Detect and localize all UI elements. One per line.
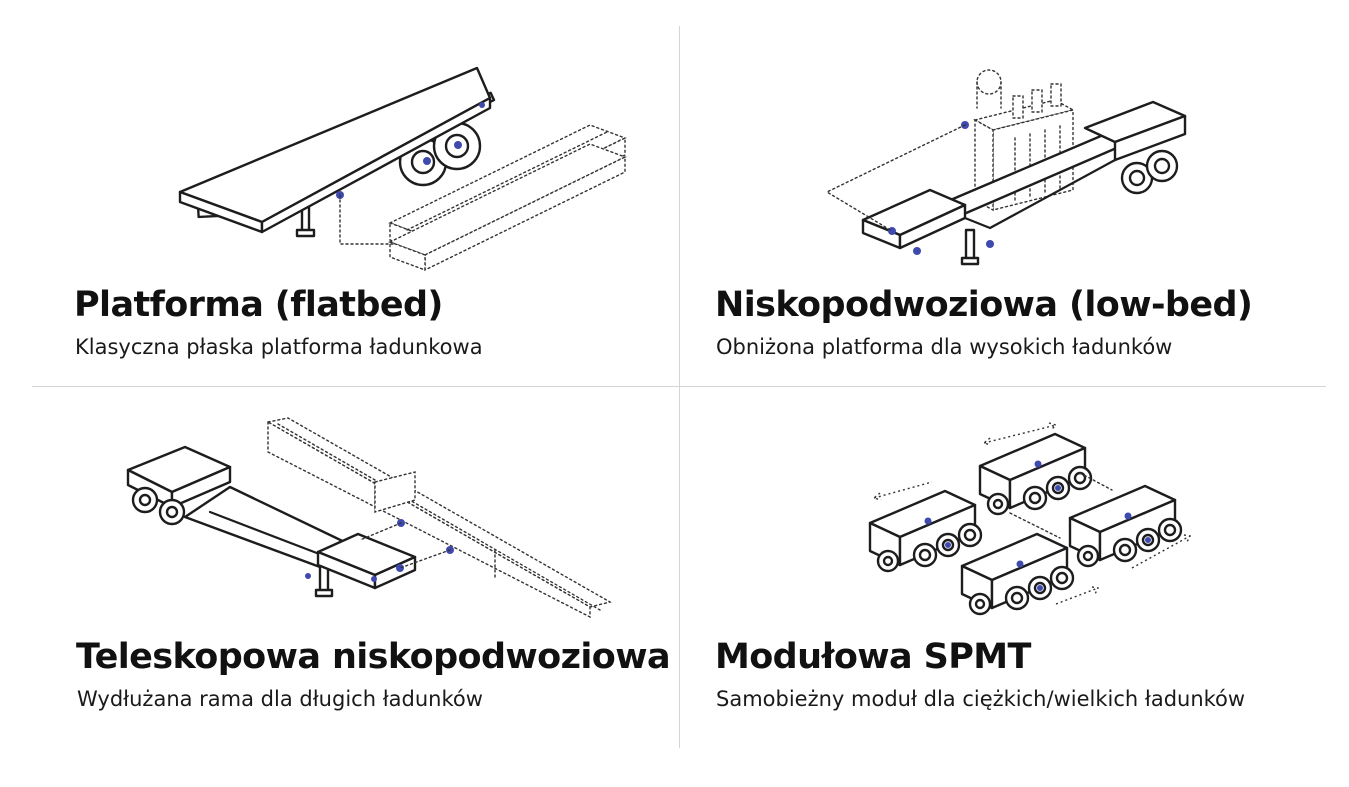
spmt-module-bottom [960, 532, 1075, 616]
panel-description: Klasyczna płaska platforma ładunkowa [75, 335, 483, 359]
spmt-modules-illustration [868, 422, 1192, 616]
panel-description: Obniżona platforma dla wysokich ładunków [716, 335, 1173, 359]
long-beam-load [266, 417, 612, 619]
spmt-module-left [868, 489, 983, 573]
lowbed-trailer-illustration [825, 69, 1187, 266]
panel-title: Modułowa SPMT [715, 637, 1031, 677]
steel-beams-load [388, 124, 627, 272]
spmt-module-right [1068, 484, 1183, 568]
grid-divider-vertical [679, 26, 680, 748]
grid-divider-horizontal [32, 386, 1326, 387]
telescopic-trailer-illustration [126, 417, 612, 619]
spmt-module-top [978, 432, 1093, 516]
flatbed-trailer-illustration [178, 66, 627, 272]
panel-title: Niskopodwoziowa (low-bed) [715, 285, 1253, 325]
movement-arrows [872, 422, 1192, 605]
lowbed-trailer [825, 100, 1187, 266]
flatbed-trailer [178, 66, 496, 245]
panel-title: Teleskopowa niskopodwoziowa [76, 637, 671, 677]
panel-description: Wydłużana rama dla długich ładunków [77, 687, 483, 711]
panel-title: Platforma (flatbed) [74, 285, 443, 325]
panel-description: Samobieżny moduł dla ciężkich/wielkich ł… [716, 687, 1246, 711]
telescopic-trailer [126, 445, 454, 598]
